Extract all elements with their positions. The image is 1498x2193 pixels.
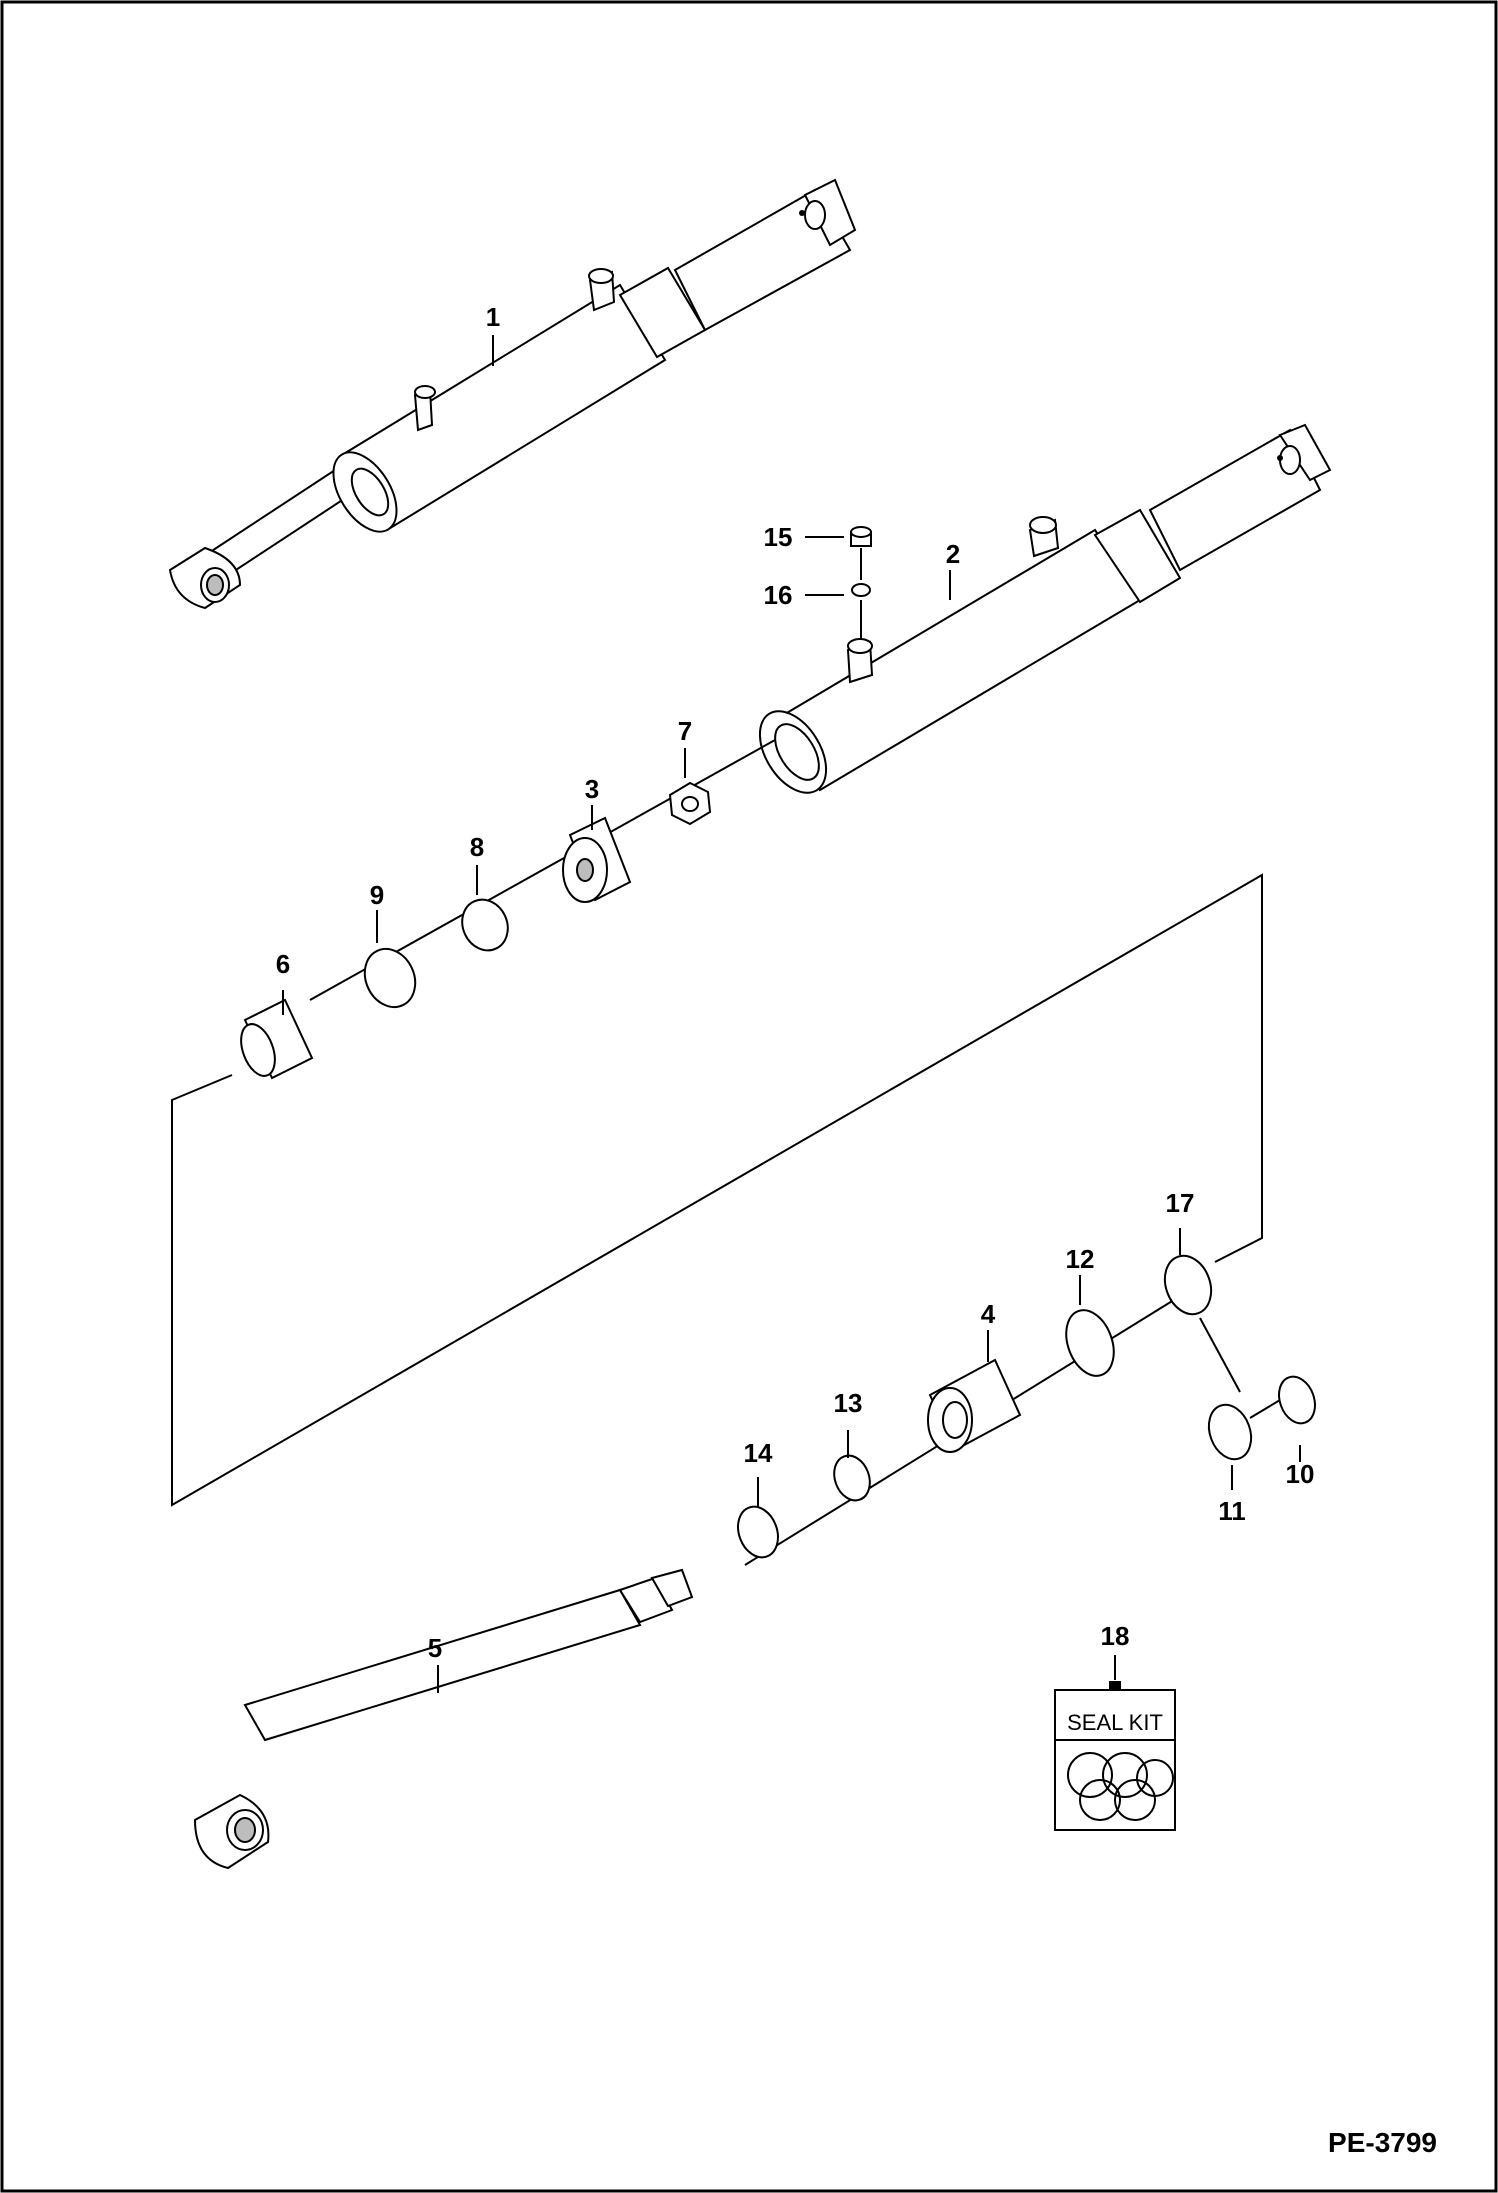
- rod-seal: [833, 1454, 871, 1502]
- wiper-seal: [737, 1505, 779, 1559]
- piston-seal-ring: [461, 898, 509, 952]
- callout-16: 16: [764, 580, 793, 610]
- callout-17: 17: [1166, 1188, 1195, 1218]
- piston: [562, 816, 632, 903]
- piston-rod: [193, 1568, 694, 1870]
- gland-o-ring-small: [1207, 1403, 1253, 1461]
- callout-14: 14: [744, 1438, 773, 1468]
- callout-15: 15: [764, 522, 793, 552]
- seal-kit-package: [1054, 1681, 1176, 1831]
- gland-o-ring: [1065, 1309, 1115, 1377]
- callout-4: 4: [981, 1299, 996, 1329]
- callout-9: 9: [370, 880, 384, 910]
- backup-ring: [1278, 1375, 1316, 1425]
- callout-10: 10: [1286, 1459, 1315, 1489]
- callout-18: 18: [1101, 1621, 1130, 1651]
- callout-8: 8: [470, 832, 484, 862]
- rod-guide-gland: [927, 1358, 1022, 1453]
- barrel: [758, 423, 1332, 794]
- drawing-code: PE-3799: [1328, 2127, 1437, 2158]
- locknut: [668, 781, 712, 826]
- callout-6: 6: [276, 949, 290, 979]
- callout-3: 3: [585, 774, 599, 804]
- plug-o-ring: [851, 583, 871, 597]
- callout-12: 12: [1066, 1244, 1095, 1274]
- gland-seal: [1163, 1254, 1213, 1316]
- callout-1: 1: [486, 302, 500, 332]
- callout-13: 13: [834, 1388, 863, 1418]
- piston-wear-ring: [363, 947, 417, 1009]
- callout-11: 11: [1218, 1496, 1246, 1526]
- assembly-bracket-line: [171, 873, 1263, 1507]
- callout-2: 2: [946, 539, 960, 569]
- spacer: [240, 998, 314, 1080]
- assembled-cylinder: [168, 178, 857, 610]
- callout-7: 7: [678, 716, 692, 746]
- callout-leaders: [282, 335, 1301, 1693]
- seal-kit-text: SEAL KIT: [1067, 1710, 1163, 1735]
- port-plug: [850, 526, 872, 547]
- callout-5: 5: [428, 1633, 442, 1663]
